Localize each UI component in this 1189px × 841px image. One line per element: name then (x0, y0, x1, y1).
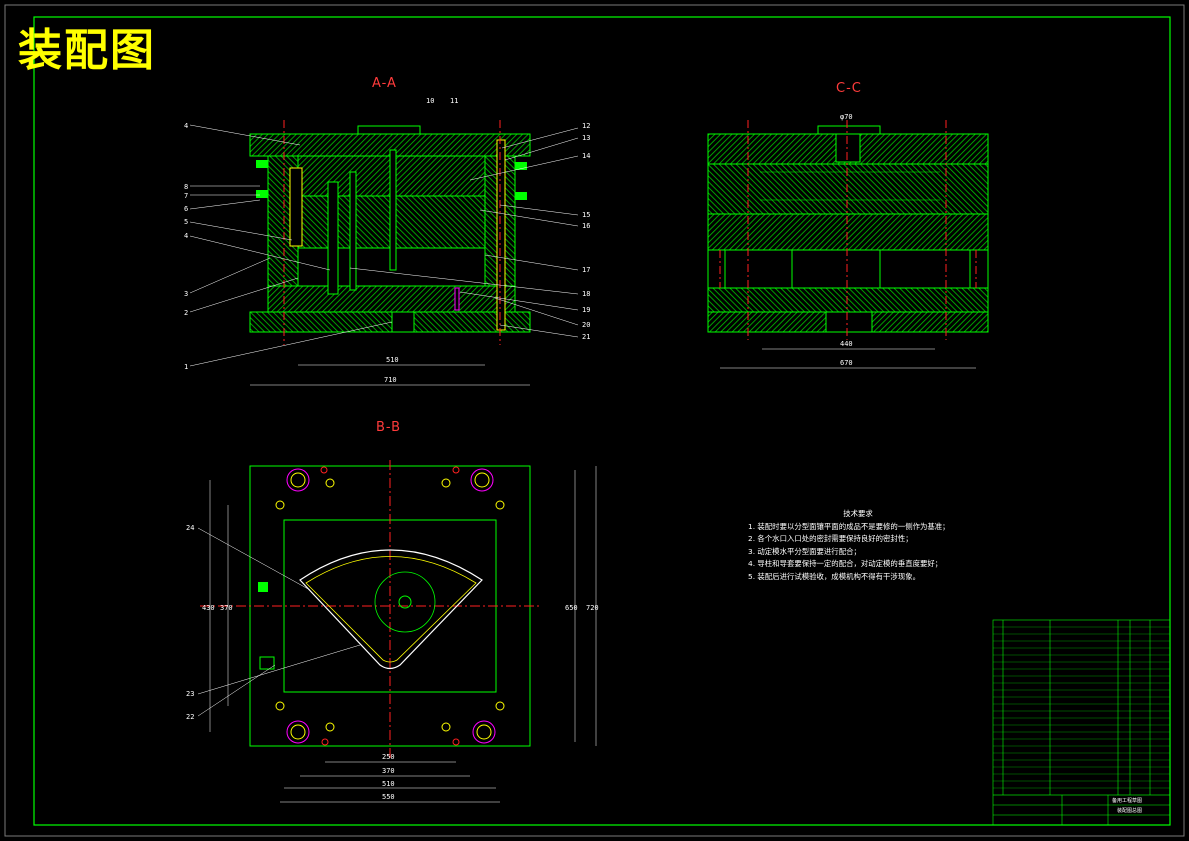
dim-bb-left: 430 (202, 604, 215, 612)
tech-item: 4. 导柱和导套要保持一定的配合，对动定模的垂直度要好； (748, 559, 943, 569)
view-label-bb: B-B (376, 420, 402, 435)
callout-aa-right: 14 (582, 152, 590, 160)
tech-item: 2. 各个水口入口处的密封需要保持良好的密封性； (748, 534, 913, 544)
dim-bb-bottom: 550 (382, 793, 395, 801)
dim-cc-top: φ70 (840, 113, 853, 121)
callout-aa-right: 18 (582, 290, 590, 298)
callout-aa-right: 19 (582, 306, 590, 314)
tech-item: 3. 动定模水平分型面要进行配合； (748, 546, 861, 556)
cc-dims: φ70 440 670 (840, 113, 853, 367)
callout-aa-left: 2 (184, 309, 188, 317)
callout-aa-right: 21 (582, 333, 590, 341)
callout-aa-right: 12 (582, 122, 590, 130)
drawing-title: 装配图 (18, 25, 156, 76)
callout-aa-left: 4 (184, 122, 188, 130)
aa-callouts: 4 8 7 6 5 4 3 2 1 10 11 12 13 14 15 16 1… (184, 97, 590, 384)
title-block-sheet: 装配图总图 (1117, 807, 1142, 814)
callout-bb: 24 (186, 524, 194, 532)
dim-bb-right: 720 (586, 604, 599, 612)
callout-aa-right: 15 (582, 211, 590, 219)
callout-aa-right: 20 (582, 321, 590, 329)
callout-aa-right: 17 (582, 266, 590, 274)
view-label-aa: A-A (372, 76, 397, 91)
section-view-aa (189, 120, 579, 386)
dim-bb-bottom: 370 (382, 767, 395, 775)
technical-requirements: 技术要求 1. 装配时要以分型面镶平面的成品不是要修的一侧作为基准； 2. 各个… (748, 508, 950, 584)
callout-aa-left: 1 (184, 363, 188, 371)
callout-aa-top: 10 (426, 97, 434, 105)
callout-aa-left: 8 (184, 183, 188, 191)
dim-bb-left: 370 (220, 604, 233, 612)
view-label-cc: C-C (836, 81, 862, 96)
dim-bb-bottom: 250 (382, 753, 395, 761)
section-view-cc (707, 120, 989, 369)
callout-aa-left: 6 (184, 205, 188, 213)
callout-bb: 23 (186, 690, 194, 698)
title-block (992, 619, 1171, 826)
dim-bb-right: 650 (565, 604, 578, 612)
callout-aa-right: 13 (582, 134, 590, 142)
callout-aa-left: 5 (184, 218, 188, 226)
callout-aa-left: 3 (184, 290, 188, 298)
dim-bb-bottom: 510 (382, 780, 395, 788)
title-block-name: 备用工程草图 (1112, 797, 1142, 804)
inner-border (33, 16, 1171, 826)
plan-view-bb (197, 460, 597, 803)
outer-border (4, 4, 1185, 837)
tech-item: 1. 装配时要以分型面镶平面的成品不是要修的一侧作为基准； (748, 521, 950, 531)
callout-bb: 22 (186, 713, 194, 721)
bb-annotations: 24 23 22 250 370 510 550 430 370 650 720 (186, 524, 599, 801)
callout-aa-left: 7 (184, 192, 188, 200)
tech-heading: 技术要求 (843, 509, 873, 518)
callout-aa-top: 11 (450, 97, 458, 105)
tech-item: 5. 装配后进行试模验收，成模机构不得有干涉现象。 (748, 571, 920, 581)
dim-cc-inner: 440 (840, 340, 853, 348)
dim-aa-inner: 510 (386, 356, 399, 364)
callout-aa-right: 16 (582, 222, 590, 230)
callout-aa-left: 4 (184, 232, 188, 240)
dim-cc-outer: 670 (840, 359, 853, 367)
title-block-rows (993, 626, 1170, 796)
dim-aa-outer: 710 (384, 376, 397, 384)
